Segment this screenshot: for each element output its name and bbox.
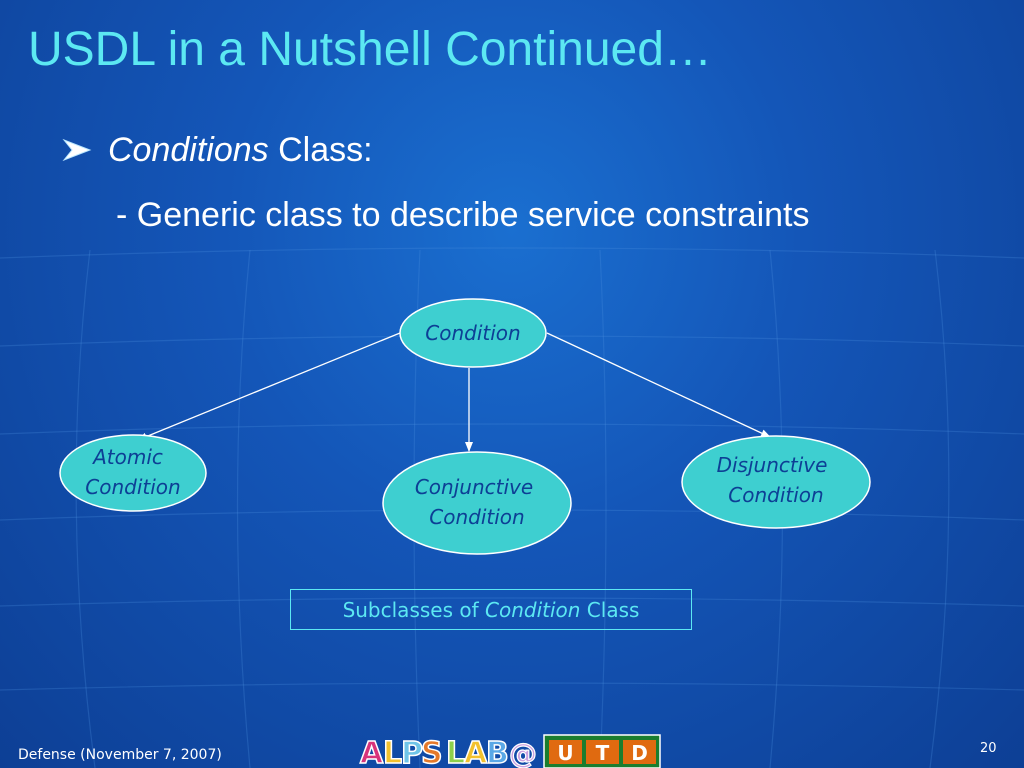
page-number: 20 [980,741,997,756]
logo-letter-a: A [360,736,384,768]
utd-letter-u: U [557,741,573,765]
alps-lab-wordmark: A L P S L A B @ [359,735,537,768]
utd-letter-t: T [596,741,610,765]
node-condition: Condition [399,298,547,368]
logo-at-sign: @ [509,737,537,768]
diagram-caption: Subclasses of Condition Class [290,589,692,630]
sub-point: - Generic class to describe service cons… [116,196,810,234]
bullet-rest: Class: [268,130,373,169]
node-conjunctive-condition: Conjunctive Condition [382,451,572,555]
edge-atomic [137,332,401,441]
utd-letter-d: D [631,741,648,765]
footer-text: Defense (November 7, 2007) [18,747,222,763]
node-atomic-condition: Atomic Condition [59,434,207,512]
bullet-point: Conditions Class: [62,130,373,170]
logo-letter-l2: L [446,736,465,768]
node-disjunctive-line2: Condition [728,483,823,507]
logo-letter-l: L [383,736,402,768]
bullet-emphasis: Conditions [108,130,269,169]
logo-letter-p: P [401,736,423,768]
node-disjunctive-condition: Disjunctive Condition [681,435,871,529]
node-atomic-line2: Condition [85,475,180,499]
edge-disjunctive [546,332,771,438]
utd-logo: U T D [543,734,661,768]
bullet-text: Conditions Class: [108,131,373,170]
slide-title: USDL in a Nutshell Continued… [28,23,712,76]
logo-letter-a2: A [464,736,488,768]
caption-prefix: Subclasses of [342,597,485,622]
node-conjunctive-line1: Conjunctive [415,475,533,499]
arrow-bullet-icon [62,138,92,162]
node-condition-label: Condition [425,321,520,345]
node-disjunctive-line1: Disjunctive [717,453,828,477]
node-conjunctive-line2: Condition [429,505,524,529]
node-atomic-line1: Atomic [91,445,163,469]
logo-letter-s: S [421,736,443,768]
alps-lab-utd-logo: A L P S L A B @ U T D [359,734,661,768]
logo-letter-b: B [486,736,509,768]
caption-emphasis: Condition [485,597,581,622]
caption-suffix: Class [580,597,640,622]
